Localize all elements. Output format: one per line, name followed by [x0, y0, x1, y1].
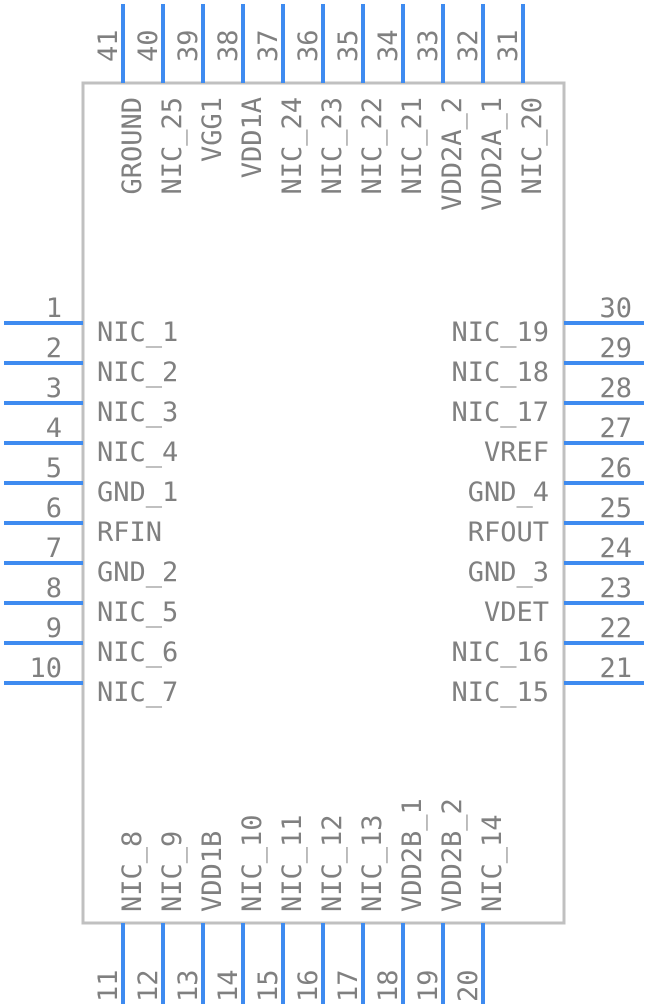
- pin-number: 29: [599, 333, 632, 364]
- pin-number: 30: [599, 293, 632, 324]
- pin-lines: [4, 4, 644, 1004]
- pin-name: VGG1: [197, 97, 228, 162]
- pin-number: 25: [599, 493, 632, 524]
- pin-number: 6: [46, 493, 62, 524]
- pin-name: NIC_4: [97, 437, 178, 468]
- pin-name: NIC_22: [357, 97, 388, 195]
- pin-number: 7: [46, 533, 62, 564]
- pin-name: NIC_2: [97, 357, 178, 388]
- pin-number: 12: [133, 969, 164, 1002]
- pin-number: 18: [373, 969, 404, 1002]
- pin-name: NIC_6: [97, 637, 178, 668]
- pin-number: 13: [173, 969, 204, 1002]
- pin-name: GND_3: [468, 557, 549, 588]
- pin-name: NIC_23: [317, 97, 348, 195]
- pin-number: 37: [253, 29, 284, 62]
- pin-name: NIC_13: [357, 814, 388, 912]
- pin-number: 21: [599, 653, 632, 684]
- pin-number: 27: [599, 413, 632, 444]
- pin-number: 38: [213, 29, 244, 62]
- pin-name: GND_4: [468, 477, 549, 508]
- pin-number: 24: [599, 533, 632, 564]
- pin-number: 36: [293, 29, 324, 62]
- pin-number: 15: [253, 969, 284, 1002]
- pin-name: VREF: [484, 437, 549, 468]
- pin-name: NIC_8: [117, 831, 148, 912]
- pin-name: VDD2A_2: [437, 97, 468, 211]
- pin-name: NIC_14: [477, 814, 508, 912]
- pin-number: 20: [453, 969, 484, 1002]
- pin-name: VDD2B_1: [397, 798, 428, 912]
- pin-name: RFIN: [97, 517, 162, 548]
- pin-name: GND_2: [97, 557, 178, 588]
- pin-number: 34: [373, 29, 404, 62]
- pin-name: NIC_15: [451, 677, 549, 708]
- pin-names: NIC_1NIC_2NIC_3NIC_4GND_1RFINGND_2NIC_5N…: [97, 97, 549, 912]
- pin-number: 22: [599, 613, 632, 644]
- pin-number: 26: [599, 453, 632, 484]
- pin-name: NIC_5: [97, 597, 178, 628]
- pin-name: NIC_24: [277, 97, 308, 195]
- pin-name: NIC_1: [97, 317, 178, 348]
- pin-number: 39: [173, 29, 204, 62]
- pin-name: NIC_21: [397, 97, 428, 195]
- pin-number: 10: [29, 653, 62, 684]
- pin-number: 23: [599, 573, 632, 604]
- pin-number: 14: [213, 969, 244, 1002]
- pin-name: VDD2A_1: [477, 97, 508, 211]
- pin-name: VDET: [484, 597, 549, 628]
- pin-name: NIC_9: [157, 831, 188, 912]
- pin-number: 40: [133, 29, 164, 62]
- pin-name: GND_1: [97, 477, 178, 508]
- pin-name: NIC_25: [157, 97, 188, 195]
- pin-number: 41: [93, 29, 124, 62]
- pin-name: VDD2B_2: [437, 798, 468, 912]
- pin-number: 1: [46, 293, 62, 324]
- pin-name: RFOUT: [468, 517, 549, 548]
- pin-name: NIC_19: [451, 317, 549, 348]
- pin-number: 19: [413, 969, 444, 1002]
- pin-number: 16: [293, 969, 324, 1002]
- pin-number: 31: [493, 29, 524, 62]
- pin-name: NIC_11: [277, 814, 308, 912]
- pin-name: NIC_10: [237, 814, 268, 912]
- pin-number: 9: [46, 613, 62, 644]
- pin-name: VDD1B: [197, 831, 228, 912]
- pin-number: 32: [453, 29, 484, 62]
- pin-name: NIC_16: [451, 637, 549, 668]
- pin-number: 17: [333, 969, 364, 1002]
- pin-number: 5: [46, 453, 62, 484]
- pin-number: 33: [413, 29, 444, 62]
- pin-number: 28: [599, 373, 632, 404]
- pin-name: NIC_17: [451, 397, 549, 428]
- pin-name: VDD1A: [237, 97, 268, 178]
- pin-number: 3: [46, 373, 62, 404]
- pin-name: NIC_7: [97, 677, 178, 708]
- pin-number: 35: [333, 29, 364, 62]
- pin-number: 8: [46, 573, 62, 604]
- pin-name: NIC_12: [317, 814, 348, 912]
- pin-number: 4: [46, 413, 62, 444]
- pin-name: NIC_18: [451, 357, 549, 388]
- pin-name: NIC_3: [97, 397, 178, 428]
- pin-name: GROUND: [117, 97, 148, 195]
- pin-number: 11: [93, 969, 124, 1002]
- pin-name: NIC_20: [517, 97, 548, 195]
- pin-number: 2: [46, 333, 62, 364]
